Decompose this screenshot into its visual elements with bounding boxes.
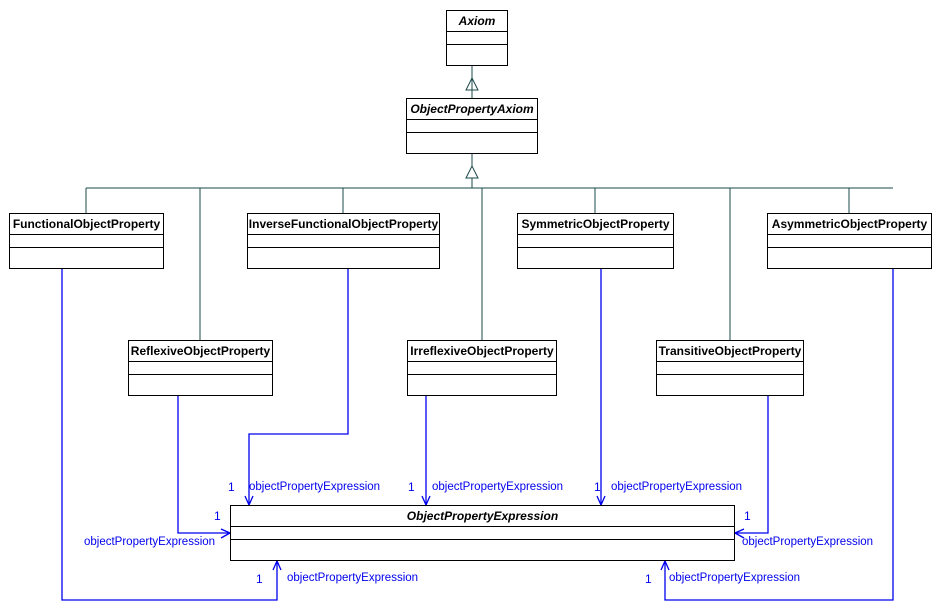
- class-name: InverseFunctionalObjectProperty: [248, 214, 439, 235]
- association-multiplicity: 1: [744, 509, 751, 523]
- class-box-irreflexive-object-property[interactable]: IrreflexiveObjectProperty: [407, 340, 560, 399]
- class-name: FunctionalObjectProperty: [10, 214, 163, 235]
- operations-compartment: [657, 375, 803, 396]
- attributes-compartment: [408, 362, 556, 375]
- association-multiplicity: 1: [256, 572, 263, 586]
- attributes-compartment: [657, 362, 803, 375]
- association-role-label: objectPropertyExpression: [249, 481, 381, 493]
- class-name: SymmetricObjectProperty: [518, 214, 673, 235]
- operations-compartment: [129, 375, 272, 396]
- class-box-inverse-functional-object-property[interactable]: InverseFunctionalObjectProperty: [247, 213, 443, 272]
- association-role-label: objectPropertyExpression: [84, 536, 216, 548]
- class-box-symmetric-object-property[interactable]: SymmetricObjectProperty: [517, 213, 677, 272]
- class-box-reflexive-object-property[interactable]: ReflexiveObjectProperty: [128, 340, 276, 399]
- class-name: AsymmetricObjectProperty: [768, 214, 931, 235]
- operations-compartment: [518, 248, 673, 269]
- association-multiplicity: 1: [594, 480, 601, 494]
- association-multiplicity: 1: [645, 572, 652, 586]
- attributes-compartment: [129, 362, 272, 375]
- class-box-transitive-object-property[interactable]: TransitiveObjectProperty: [656, 340, 807, 399]
- attributes-compartment: [768, 235, 931, 248]
- operations-compartment: [408, 375, 556, 396]
- attributes-compartment: [518, 235, 673, 248]
- operations-compartment: [231, 540, 734, 561]
- class-box-asymmetric-object-property[interactable]: AsymmetricObjectProperty: [767, 213, 935, 272]
- class-box-axiom[interactable]: Axiom: [446, 10, 511, 69]
- attributes-compartment: [231, 527, 734, 540]
- class-box-functional-object-property[interactable]: FunctionalObjectProperty: [9, 213, 167, 272]
- attributes-compartment: [407, 120, 537, 133]
- association-multiplicity: 1: [408, 480, 415, 494]
- operations-compartment: [248, 248, 439, 269]
- association-role-label: objectPropertyExpression: [742, 536, 874, 548]
- class-name: IrreflexiveObjectProperty: [408, 341, 556, 362]
- attributes-compartment: [248, 235, 439, 248]
- operations-compartment: [447, 45, 507, 66]
- operations-compartment: [10, 248, 163, 269]
- class-name: ObjectPropertyAxiom: [407, 99, 537, 120]
- class-box-object-property-expression[interactable]: ObjectPropertyExpression: [230, 505, 738, 564]
- class-name: ObjectPropertyExpression: [231, 506, 734, 527]
- association-multiplicity: 1: [214, 509, 221, 523]
- generalization-edges: [85, 66, 893, 340]
- class-name: ReflexiveObjectProperty: [129, 341, 272, 362]
- operations-compartment: [768, 248, 931, 269]
- association-role-label: objectPropertyExpression: [611, 481, 743, 493]
- association-role-label: objectPropertyExpression: [432, 481, 564, 493]
- association-role-label: objectPropertyExpression: [287, 572, 419, 584]
- class-name: TransitiveObjectProperty: [657, 341, 803, 362]
- attributes-compartment: [447, 32, 507, 45]
- operations-compartment: [407, 133, 537, 154]
- association-edges: [61, 269, 894, 601]
- class-name: Axiom: [447, 11, 507, 32]
- association-multiplicity: 1: [228, 480, 235, 494]
- attributes-compartment: [10, 235, 163, 248]
- association-role-label: objectPropertyExpression: [669, 572, 801, 584]
- class-box-object-property-axiom[interactable]: ObjectPropertyAxiom: [406, 98, 541, 157]
